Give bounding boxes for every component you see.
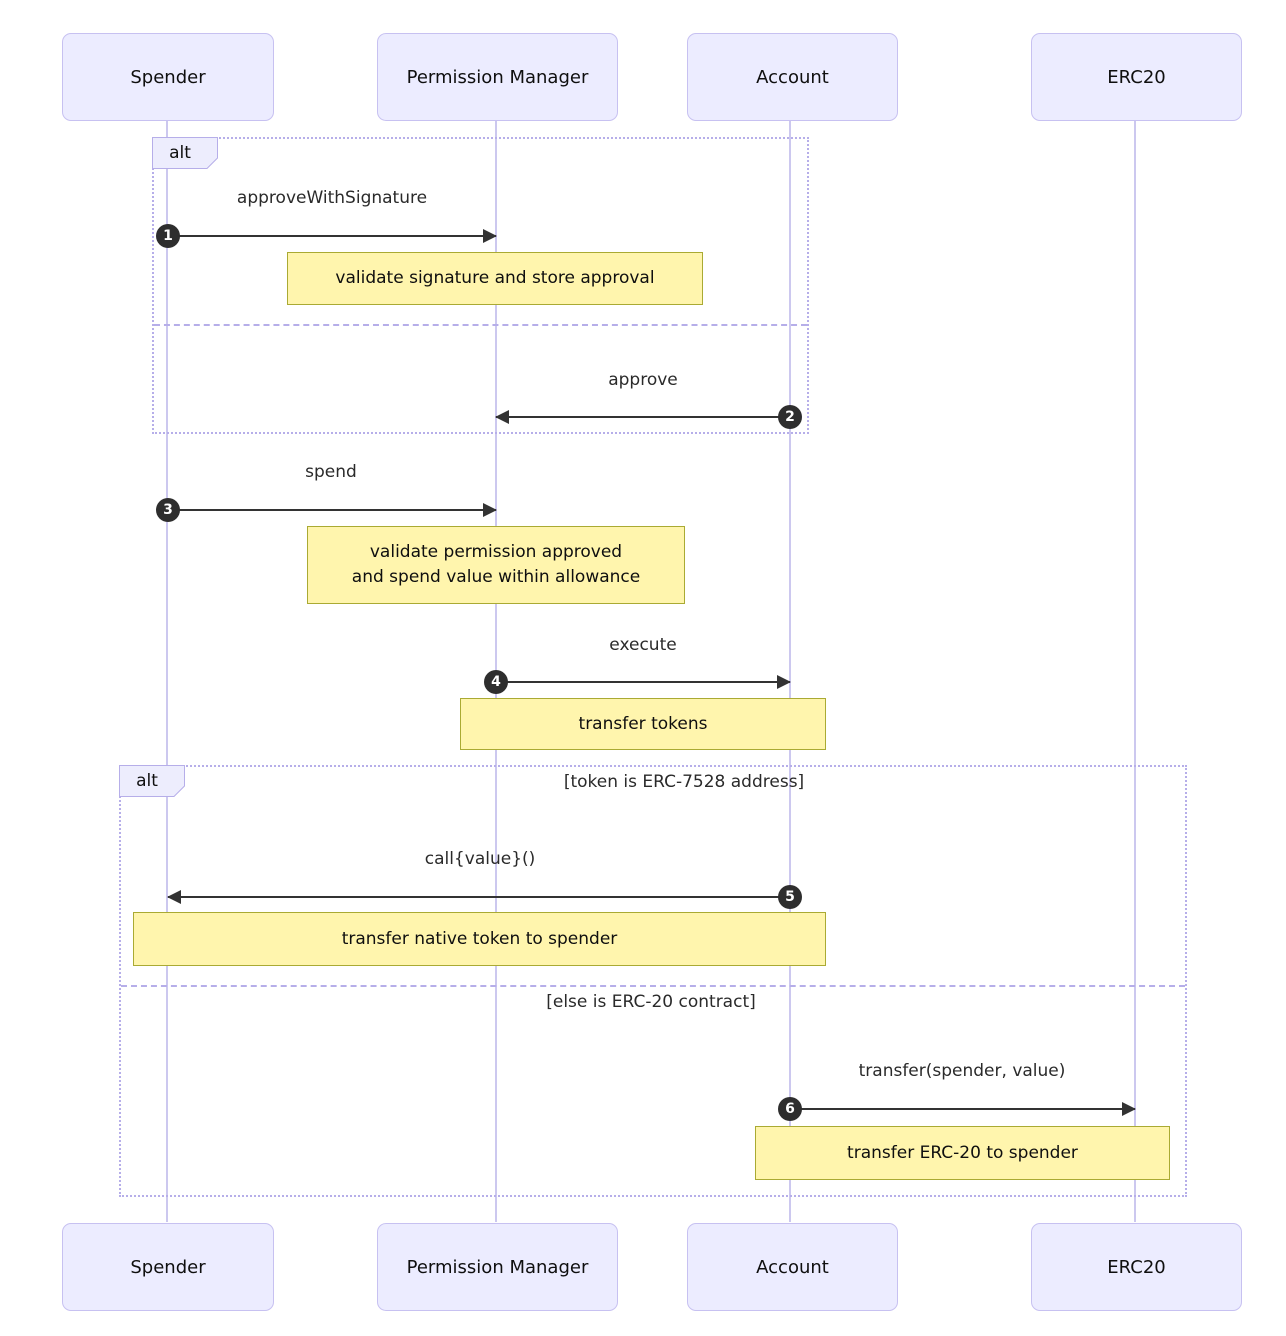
actor-label: Spender <box>130 66 206 88</box>
actor-label: Spender <box>130 1256 206 1278</box>
message-6-seq-badge: 6 <box>778 1097 802 1121</box>
message-4-arrow <box>496 675 791 689</box>
arrowhead-right-icon <box>1122 1102 1136 1116</box>
message-2-arrow <box>495 410 790 424</box>
note-transfer-erc20: transfer ERC-20 to spender <box>755 1126 1170 1180</box>
message-4-seq-badge: 4 <box>484 670 508 694</box>
arrowhead-left-icon <box>495 410 509 424</box>
message-2-seq-badge: 2 <box>778 405 802 429</box>
alt-frame-2-label: alt <box>119 765 185 797</box>
actor-label: Permission Manager <box>406 66 589 88</box>
note-validate-permission: validate permission approved and spend v… <box>307 526 685 604</box>
message-6-label: transfer(spender, value) <box>858 1061 1066 1081</box>
actor-top-erc20: ERC20 <box>1031 33 1242 121</box>
actor-bottom-permission-manager: Permission Manager <box>377 1223 618 1311</box>
actor-label: ERC20 <box>1107 66 1166 88</box>
actor-label: ERC20 <box>1107 1256 1166 1278</box>
note-transfer-native: transfer native token to spender <box>133 912 826 966</box>
actor-label: Account <box>756 66 829 88</box>
actor-bottom-erc20: ERC20 <box>1031 1223 1242 1311</box>
actor-top-permission-manager: Permission Manager <box>377 33 618 121</box>
note-transfer-tokens: transfer tokens <box>460 698 826 750</box>
message-6-arrow <box>790 1102 1136 1116</box>
arrowhead-right-icon <box>483 503 497 517</box>
message-4-label: execute <box>609 635 677 655</box>
lifeline-spender <box>166 121 168 1222</box>
arrowhead-right-icon <box>777 675 791 689</box>
actor-top-account: Account <box>687 33 898 121</box>
alt-label-shape <box>119 765 185 797</box>
alt-label-text: alt <box>169 143 191 163</box>
lifeline-erc20 <box>1134 121 1136 1222</box>
alt-frame-2 <box>119 765 1187 1197</box>
message-1-arrow <box>168 229 497 243</box>
arrowhead-left-icon <box>167 890 181 904</box>
alt-frame-1-label: alt <box>152 137 218 169</box>
arrowhead-right-icon <box>483 229 497 243</box>
condition-else-erc20: [else is ERC-20 contract] <box>546 992 756 1012</box>
message-3-seq-badge: 3 <box>156 498 180 522</box>
message-1-seq-badge: 1 <box>156 224 180 248</box>
actor-top-spender: Spender <box>62 33 274 121</box>
actor-label: Account <box>756 1256 829 1278</box>
message-3-arrow <box>168 503 497 517</box>
actor-label: Permission Manager <box>406 1256 589 1278</box>
note-validate-signature: validate signature and store approval <box>287 252 703 305</box>
alt-label-shape <box>152 137 218 169</box>
message-5-seq-badge: 5 <box>778 885 802 909</box>
actor-bottom-spender: Spender <box>62 1223 274 1311</box>
message-5-arrow <box>167 890 790 904</box>
alt-frame-2-divider <box>121 985 1185 987</box>
actor-bottom-account: Account <box>687 1223 898 1311</box>
alt-frame-1 <box>152 137 809 434</box>
message-2-label: approve <box>608 370 678 390</box>
message-1-label: approveWithSignature <box>236 188 428 208</box>
message-5-label: call{value}() <box>424 849 536 869</box>
condition-token-erc7528: [token is ERC-7528 address] <box>563 772 805 792</box>
alt-label-text: alt <box>136 771 158 791</box>
message-3-label: spend <box>305 462 357 482</box>
alt-frame-1-divider <box>154 324 807 326</box>
lifeline-account <box>789 121 791 1222</box>
